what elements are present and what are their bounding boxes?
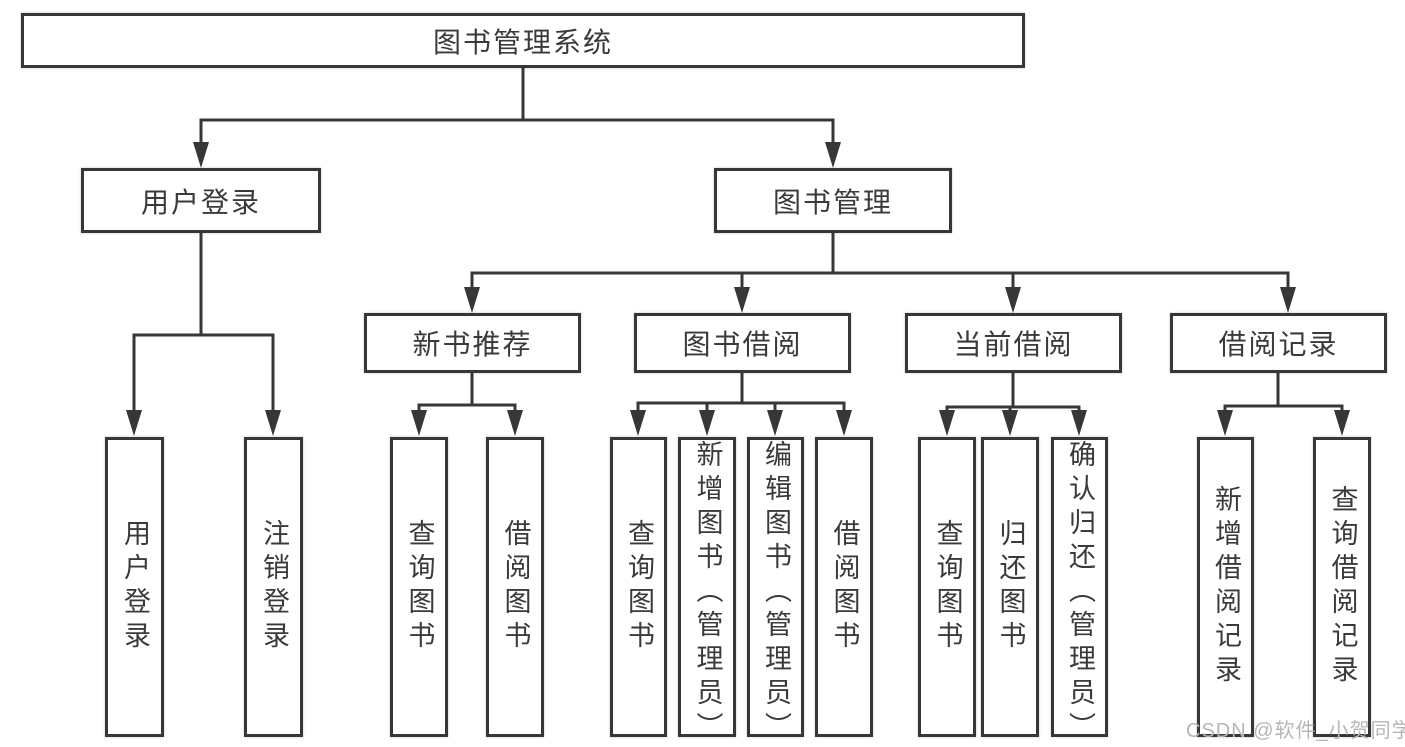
leaf-confirm-return-admin: 确认归还（管理员）	[1051, 437, 1108, 746]
leaf-edit-books-admin: 编辑图书（管理员）	[747, 437, 804, 746]
node-user-login: 用户登录	[81, 168, 321, 233]
node-library-system: 图书管理系统	[21, 13, 1025, 68]
leaf-query-books-borrow: 查询图书	[610, 437, 667, 737]
csdn-watermark: CSDN @软件_小贺同学	[1186, 720, 1405, 742]
node-book-management: 图书管理	[714, 168, 952, 233]
leaf-user-login: 用户登录	[105, 437, 164, 737]
node-current-borrow-label: 当前借阅	[953, 329, 1074, 360]
node-book-borrow-label: 图书借阅	[682, 329, 803, 360]
node-new-book-recommend: 新书推荐	[364, 313, 581, 373]
leaf-add-books-admin: 新增图书（管理员）	[678, 437, 736, 746]
node-current-borrow: 当前借阅	[905, 313, 1122, 373]
node-borrow-records: 借阅记录	[1170, 313, 1387, 373]
leaf-query-books-current: 查询图书	[918, 437, 976, 737]
leaf-add-borrow-record: 新增借阅记录	[1197, 437, 1254, 737]
node-book-borrow: 图书借阅	[634, 313, 851, 373]
leaf-query-books-recommend: 查询图书	[390, 437, 448, 737]
node-book-management-label: 图书管理	[772, 186, 893, 218]
leaf-borrow-books: 借阅图书	[815, 437, 873, 737]
node-borrow-records-label: 借阅记录	[1218, 329, 1339, 360]
leaf-borrow-books-recommend: 借阅图书	[486, 437, 544, 737]
node-user-login-label: 用户登录	[140, 186, 261, 218]
leaf-query-borrow-record: 查询借阅记录	[1313, 437, 1371, 737]
leaf-return-books: 归还图书	[981, 437, 1039, 737]
leaf-logout: 注销登录	[244, 437, 303, 737]
node-new-book-recommend-label: 新书推荐	[412, 329, 533, 360]
node-library-system-label: 图书管理系统	[432, 26, 613, 58]
